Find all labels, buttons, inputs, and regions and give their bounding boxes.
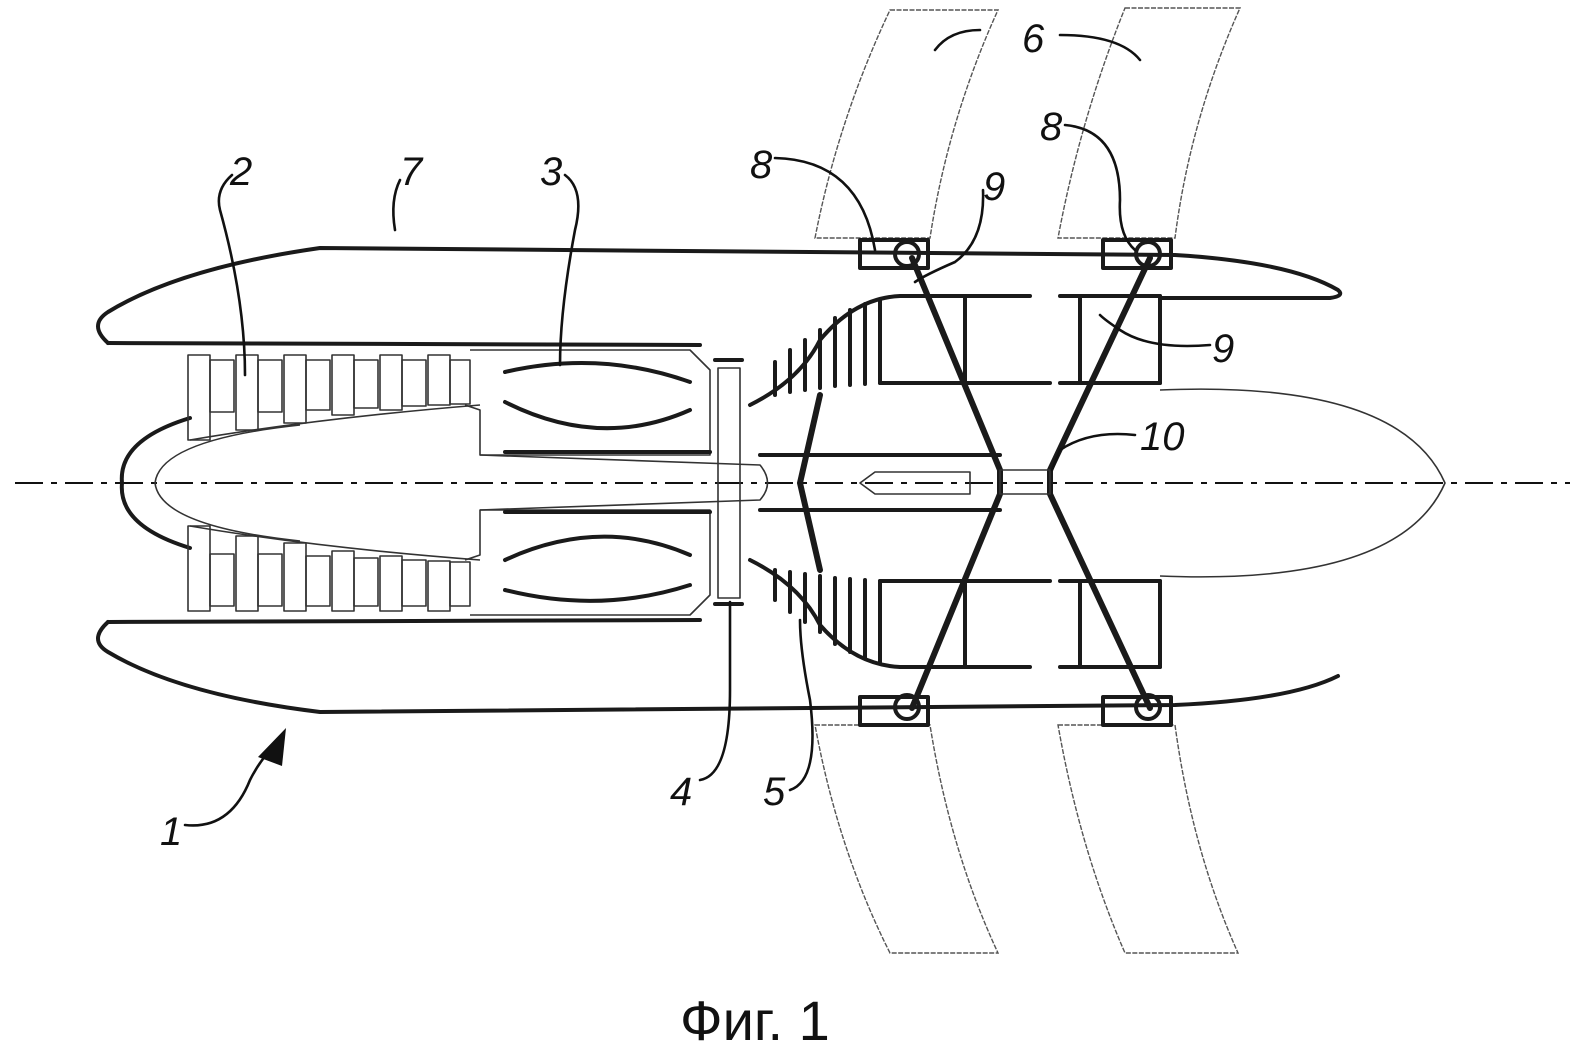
propeller-blades [814, 7, 1242, 954]
nacelle-lower-inner [106, 618, 702, 624]
leader-7 [392, 178, 402, 232]
compressor-stages-upper [187, 354, 471, 441]
label-4: 4 [670, 770, 692, 814]
leader-9b [1098, 313, 1212, 348]
label-1: 1 [160, 810, 182, 854]
compressor-hub-lower [189, 525, 481, 561]
exhaust-cone [1159, 388, 1446, 578]
rear-lower-blade [1057, 724, 1240, 954]
turbine [713, 358, 744, 606]
combustor [464, 349, 712, 616]
nacelle [96, 246, 1343, 714]
compressor-stages-lower [187, 525, 471, 612]
combustor-liner-upper-b [503, 400, 692, 431]
leader-3 [558, 173, 580, 367]
gearbox-nose [859, 471, 971, 495]
combustor-liner-lower-b [503, 583, 692, 603]
inner-link-left [796, 392, 823, 573]
front-upper-blade [814, 9, 1000, 239]
pitch-links [796, 255, 1153, 711]
inlet-cone [119, 416, 192, 550]
label-7: 7 [400, 150, 424, 194]
leader-2 [217, 173, 247, 377]
label-10: 10 [1140, 415, 1185, 459]
hub-pivot [999, 469, 1051, 495]
main-shaft [479, 454, 769, 511]
label-9-front: 9 [983, 165, 1005, 209]
leader-lines [183, 28, 1212, 827]
power-turbine [748, 294, 1052, 669]
mount-rear-upper [1101, 238, 1173, 270]
leader-5 [788, 618, 814, 792]
compressor-hub-upper [189, 404, 481, 441]
front-lower-blade [814, 724, 1000, 954]
label-8-rear: 8 [1040, 105, 1063, 149]
label-2: 2 [229, 150, 252, 194]
turbine-disc [717, 367, 741, 599]
bearing-front-lower [893, 693, 921, 721]
leader-10 [1050, 432, 1137, 472]
rotor-drums [963, 294, 1162, 669]
figure-caption: Фиг. 1 [680, 989, 830, 1052]
nacelle-upper-inner [106, 341, 702, 347]
leader-9a [913, 188, 985, 284]
power-turbine-blades-upper [773, 298, 882, 397]
combustor-casing-upper [464, 349, 711, 456]
leader-6b [1058, 33, 1142, 62]
label-6: 6 [1022, 17, 1045, 61]
leader-8a [773, 156, 877, 252]
mount-rear-lower [1101, 695, 1173, 727]
leader-8b [1063, 123, 1137, 252]
nacelle-lower-outer [96, 620, 1340, 714]
label-3: 3 [540, 150, 562, 194]
label-5: 5 [763, 770, 786, 814]
inlet-cone-inner [154, 424, 301, 542]
power-turbine-blades-lower [773, 568, 882, 664]
reference-numerals: 2 7 3 6 8 8 9 9 10 4 5 1 [160, 17, 1234, 854]
label-9-rear: 9 [1212, 327, 1234, 371]
mount-front-lower [858, 695, 930, 727]
bearing-rear-upper [1134, 240, 1162, 268]
label-8-front: 8 [750, 143, 773, 187]
blade-mounts [858, 238, 1173, 727]
arrow-1-head [258, 728, 286, 766]
leader-6a [933, 28, 982, 52]
nacelle-upper-outer [96, 246, 1343, 345]
mount-front-upper [858, 238, 930, 270]
combustor-liner-lower-a [503, 534, 692, 562]
rear-upper-blade [1057, 7, 1242, 239]
bearing-front-upper [893, 240, 921, 268]
compressor [187, 354, 481, 612]
bearing-rear-lower [1134, 693, 1162, 721]
combustor-liner-upper-a [503, 361, 692, 384]
leader-4 [698, 600, 732, 782]
